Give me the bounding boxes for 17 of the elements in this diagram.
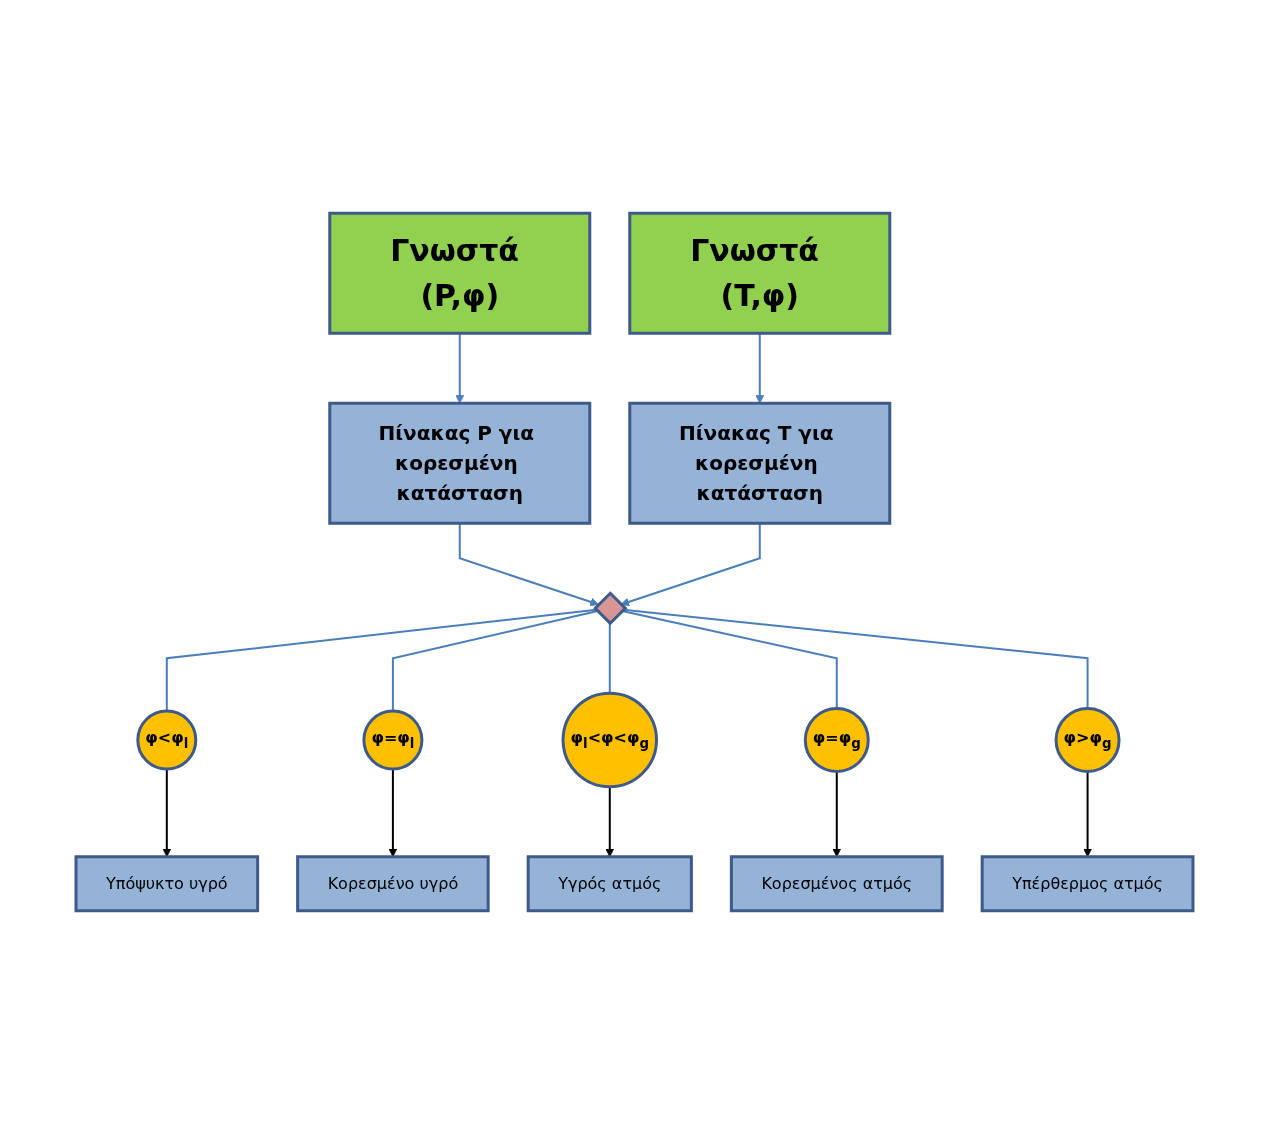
connector bbox=[165, 608, 597, 712]
node-box: Γνωστά (T,φ) bbox=[627, 211, 891, 335]
node-circle: φ=φ$_{l}$ bbox=[361, 709, 423, 771]
node-box: Υγρός ατμός bbox=[526, 855, 693, 913]
node-circle: φ<φ$_{l}$ bbox=[135, 709, 197, 771]
node-box: Υπέρθερμος ατμός bbox=[980, 855, 1194, 913]
node-box: Πίνακας P για κορεσμένη κατάσταση bbox=[327, 401, 591, 525]
node-circle: φ$_{l}$<φ<φ$_{g}$ bbox=[561, 691, 658, 789]
connector bbox=[391, 610, 599, 712]
node-box: Κορεσμένος ατμός bbox=[729, 855, 944, 913]
node-box: Κορεσμένο υγρό bbox=[295, 855, 490, 913]
node-box: Υπόψυκτο υγρό bbox=[74, 855, 259, 913]
node-diamond bbox=[592, 591, 627, 626]
node-box: Πίνακας T για κορεσμένη κατάσταση bbox=[627, 401, 891, 525]
node-box: Γνωστά (P,φ) bbox=[327, 211, 591, 335]
node-circle: φ>φ$_{g}$ bbox=[1054, 707, 1121, 773]
node-circle: φ=φ$_{g}$ bbox=[803, 707, 870, 773]
